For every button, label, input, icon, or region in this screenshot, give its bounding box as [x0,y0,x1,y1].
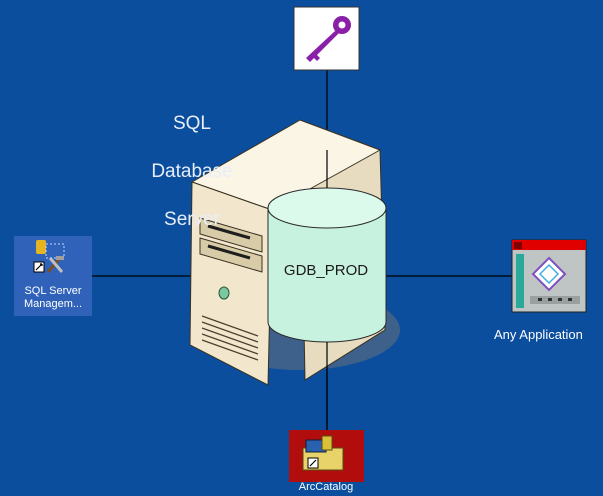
server-label-line-1: SQL [172,113,212,134]
arccatalog-icon[interactable] [289,430,364,482]
any-application-label[interactable]: Any Application [494,327,583,342]
database-label: GDB_PROD [283,262,369,279]
database-cylinder [267,187,387,343]
server-label-line-3: Server [164,209,220,230]
ssms-label[interactable]: SQL Server Managem... [14,285,92,311]
server-label: SQL Database Server [140,88,244,256]
application-window-icon[interactable] [511,239,587,313]
ssms-label-line-1: SQL Server [24,285,82,297]
key-icon[interactable] [293,6,360,71]
sql-server-management-studio-icon[interactable] [14,236,92,316]
server-label-line-2: Database [151,161,233,182]
ssms-label-line-2: Managem... [23,298,83,310]
arccatalog-label[interactable]: ArcCatalog [298,481,354,493]
